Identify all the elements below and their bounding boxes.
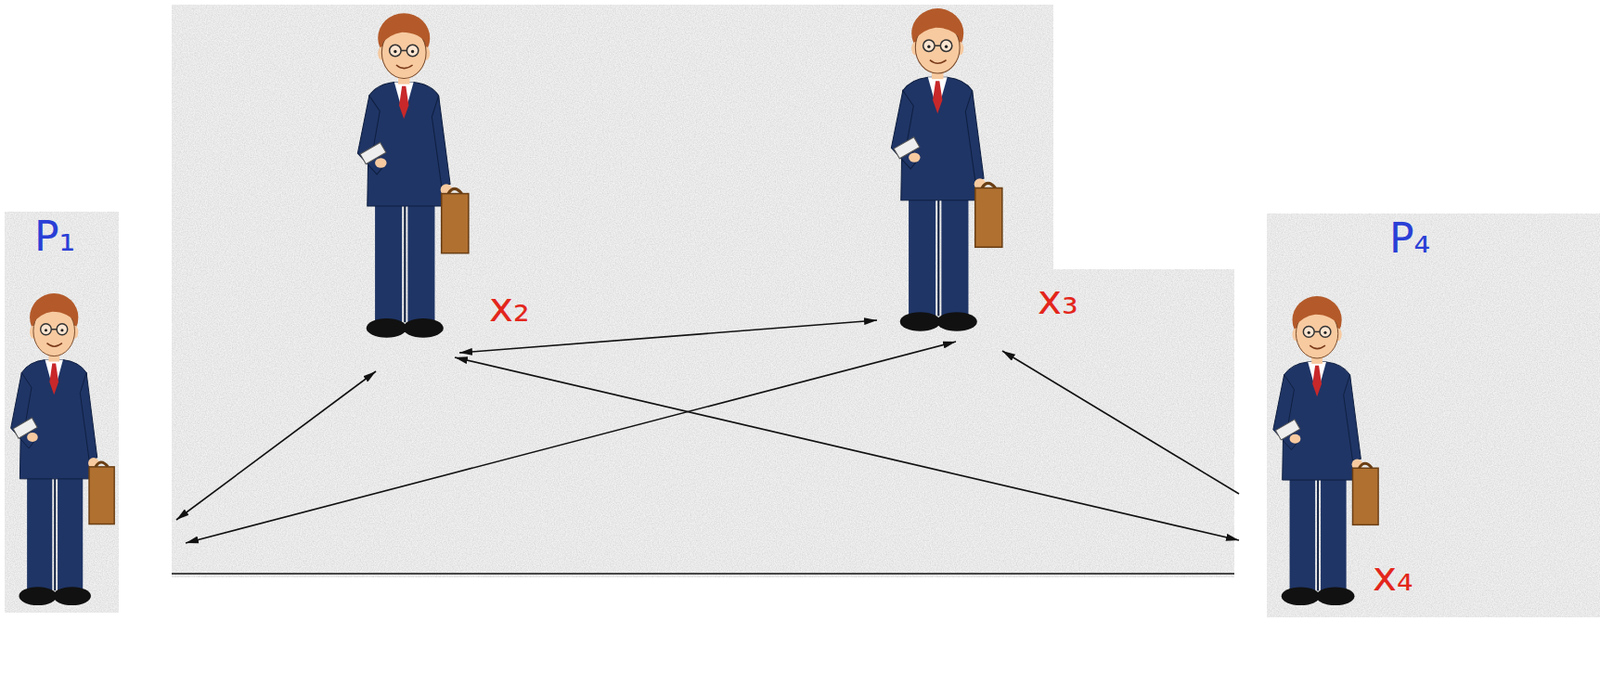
variable-label: P₁ bbox=[34, 213, 76, 261]
businessman-figure bbox=[11, 293, 115, 606]
variable-label: x₂ bbox=[489, 283, 530, 332]
businessman-figure bbox=[1273, 296, 1379, 606]
label-holder: x₃ bbox=[1037, 276, 1079, 324]
exchange-arrow bbox=[1002, 350, 1239, 494]
label-holder: P₄ bbox=[1389, 215, 1431, 263]
person-node: x₃ bbox=[881, 7, 1007, 337]
businessman-figure bbox=[890, 8, 1002, 332]
exchange-arrow bbox=[454, 357, 1239, 541]
textured-ground bbox=[171, 4, 1235, 578]
label-holder: x₂ bbox=[489, 283, 530, 332]
businessman-figure bbox=[357, 12, 468, 338]
variable-label: x₃ bbox=[1037, 276, 1079, 324]
textured-panel bbox=[4, 211, 119, 613]
person-node: P₄ x₄ bbox=[1266, 213, 1600, 618]
label-holder: x₄ bbox=[1372, 553, 1414, 601]
textured-panel bbox=[1266, 213, 1600, 618]
variable-label: x₄ bbox=[1372, 553, 1414, 601]
label-holder: P₁ bbox=[34, 213, 76, 261]
exchange-arrow bbox=[171, 572, 1235, 575]
variable-label: P₄ bbox=[1389, 215, 1431, 263]
exchange-arrow bbox=[176, 371, 376, 520]
person-node: x₂ bbox=[348, 7, 474, 347]
person-node: P₁ bbox=[4, 211, 119, 613]
exchange-arrow bbox=[185, 341, 956, 543]
